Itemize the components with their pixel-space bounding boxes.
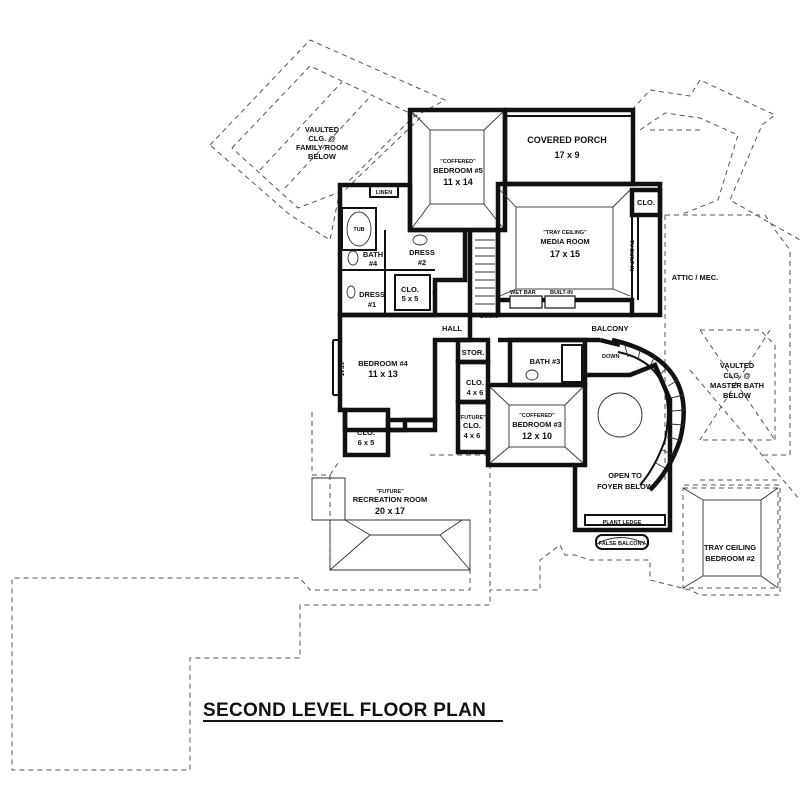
dress-1-num: #1 xyxy=(368,300,376,309)
master-vault-line-2: CLG. @ xyxy=(723,371,750,380)
stor-label: STOR. xyxy=(462,348,485,357)
bedroom-5-label: BEDROOM #5 xyxy=(433,166,483,175)
bedroom-5-ceiling: "COFFERED" xyxy=(440,159,476,165)
future-clo-size: 4 x 6 xyxy=(464,431,481,440)
clo-5x5-size: 5 x 5 xyxy=(402,294,419,303)
plan-title-text: SECOND LEVEL FLOOR PLAN xyxy=(203,700,486,721)
bedroom-2-label: BEDROOM #2 xyxy=(705,554,755,563)
bedroom-3-ceiling: "COFFERED" xyxy=(519,413,555,419)
l-mark: L xyxy=(432,291,436,297)
stair-down-label: DOWN xyxy=(480,314,497,320)
bedroom-3-size: 12 x 10 xyxy=(522,431,552,441)
clo-6x5-label: CLO. xyxy=(357,428,375,437)
dress-2-num: #2 xyxy=(418,258,426,267)
svg-text:VAULTED: VAULTED xyxy=(305,125,340,134)
clo-6x5-size: 6 x 5 xyxy=(358,438,375,447)
svg-text:CLG. @: CLG. @ xyxy=(308,134,335,143)
recreation-room-size: 20 x 17 xyxy=(375,506,405,516)
bath-4-label: BATH xyxy=(363,250,383,259)
master-vault-line-1: VAULTED xyxy=(720,361,755,370)
tv-builtin-label: TV BUILT-IN xyxy=(628,240,634,271)
room-labels: VAULTED CLG. @ FAMILY ROOM BELOW COVERED… xyxy=(296,125,764,563)
master-vault-line-3: MASTER BATH xyxy=(710,381,764,390)
master-vault-line-4: BELOW xyxy=(723,391,752,400)
tub-label: TUB xyxy=(353,227,364,233)
svg-text:BELOW: BELOW xyxy=(308,152,337,161)
false-balcony-label: FALSE BALCONY xyxy=(599,541,646,547)
clo-4x6-size: 4 x 6 xyxy=(467,388,484,397)
media-closet-label: CLO. xyxy=(637,198,655,207)
covered-porch-label: COVERED PORCH xyxy=(527,135,607,145)
media-room-size: 17 x 15 xyxy=(550,249,580,259)
media-room-label: MEDIA ROOM xyxy=(540,237,589,246)
foyer-label-2: FOYER BELOW xyxy=(597,482,654,491)
bedroom-4-size: 11 x 13 xyxy=(368,369,398,379)
clo-4x6-label: CLO. xyxy=(466,378,484,387)
bedroom-2-ceiling: TRAY CEILING xyxy=(704,543,756,552)
recreation-room-label: RECREATION ROOM xyxy=(353,495,427,504)
bedroom-3-label: BEDROOM #3 xyxy=(512,420,562,429)
bath-4-num: #4 xyxy=(369,259,378,268)
foyer-label-1: OPEN TO xyxy=(608,471,642,480)
clo-5x5-label: CLO. xyxy=(401,285,419,294)
recreation-room-roof xyxy=(311,477,471,571)
plant-ledge-label: PLANT LEDGE xyxy=(603,520,642,526)
bedroom-4-label: BEDROOM #4 xyxy=(358,359,408,368)
bedroom-5-size: 11 x 14 xyxy=(443,177,473,187)
dress-2-label: DRESS xyxy=(409,248,435,257)
covered-porch-size: 17 x 9 xyxy=(554,150,579,160)
media-ceiling: "TRAY CEILING" xyxy=(543,230,587,236)
linen-label: LINEN xyxy=(376,190,393,196)
family-room-vault-label: VAULTED CLG. @ FAMILY ROOM BELOW xyxy=(296,125,348,161)
future-clo-label: CLO. xyxy=(463,421,481,430)
curved-stair-down-label: DOWN xyxy=(602,354,619,360)
wet-bar-label: WET BAR xyxy=(510,290,536,296)
seat-label: SEAT xyxy=(338,362,344,377)
built-in-label: BUILT-IN xyxy=(550,290,573,296)
hall-label: HALL xyxy=(442,324,462,333)
bedroom-2-tray xyxy=(682,487,779,589)
svg-text:FAMILY ROOM: FAMILY ROOM xyxy=(296,143,348,152)
recreation-future-tag: "FUTURE" xyxy=(376,489,404,495)
balcony-label: BALCONY xyxy=(591,324,628,333)
walls xyxy=(332,107,686,550)
attic-label: ATTIC / MEC. xyxy=(672,273,719,282)
dress-1-label: DRESS xyxy=(359,290,385,299)
future-clo-tag: "FUTURE" xyxy=(458,415,486,421)
plan-title: SECOND LEVEL FLOOR PLAN xyxy=(203,700,503,722)
bath-3-label: BATH #3 xyxy=(530,357,561,366)
